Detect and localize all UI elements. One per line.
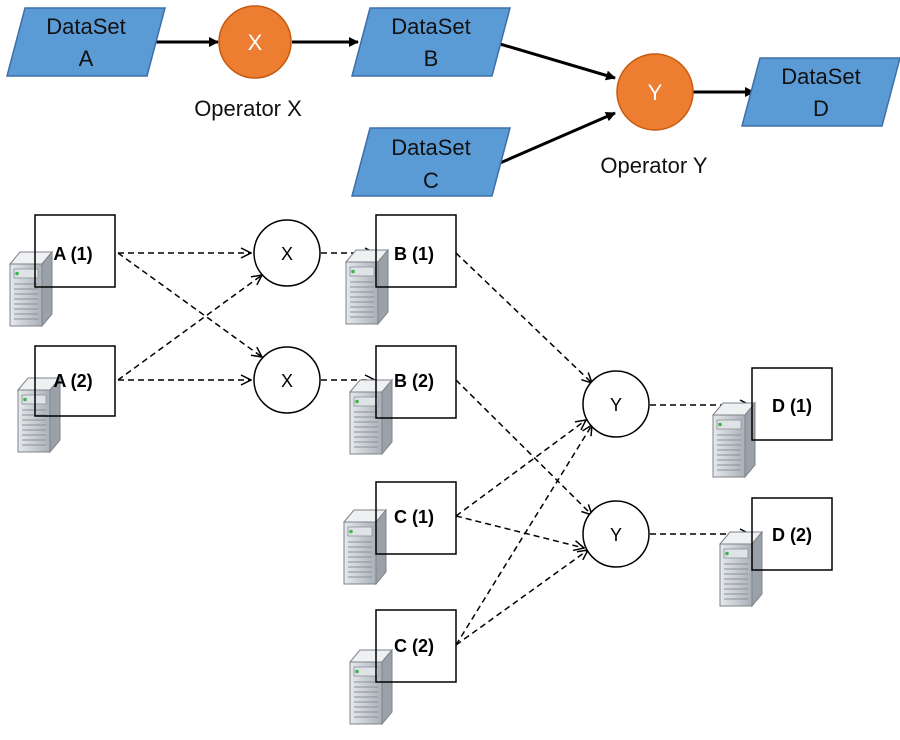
server-tower-icon xyxy=(349,379,393,455)
dataset-d-shape xyxy=(741,57,900,127)
partition-b1: B (1) xyxy=(375,214,457,288)
edge-c1-to-y1 xyxy=(455,420,586,517)
partition-b2-label: B (2) xyxy=(394,371,434,391)
operator-x-letter: X xyxy=(248,30,263,55)
dataset-c-shape xyxy=(351,127,511,197)
operator-instance-x2: X xyxy=(253,346,321,414)
edge-c2-to-y2 xyxy=(455,550,588,646)
partition-c1-label: C (1) xyxy=(394,507,434,527)
edge-a1-to-x2 xyxy=(117,252,262,357)
operator-instance-x2-circle xyxy=(253,346,321,414)
partition-b1-label: B (1) xyxy=(394,244,434,264)
physical-plan: A (1) A (2) B (1) B (2) C (1) C (2) D (1… xyxy=(9,214,833,725)
operator-y: Y Operator Y xyxy=(600,53,708,178)
partition-a2: A (2) xyxy=(34,345,116,417)
operator-instance-y1-circle xyxy=(582,370,650,438)
partition-a2-label: A (2) xyxy=(53,371,92,391)
server-tower-icon xyxy=(712,402,756,478)
operator-x-caption: Operator X xyxy=(194,96,302,121)
server-tower-icon xyxy=(9,251,53,327)
dashed-edges xyxy=(117,252,750,646)
operator-y-circle xyxy=(616,53,694,131)
dataset-d-line2: D xyxy=(813,96,829,121)
partition-c2-box xyxy=(375,609,457,683)
operator-x: X Operator X xyxy=(194,5,302,121)
partition-d2-box xyxy=(751,497,833,571)
operator-instance-y2-label: Y xyxy=(610,525,622,545)
edge-c2-to-y1 xyxy=(455,425,592,646)
partition-d1-box xyxy=(751,367,833,441)
partition-a2-box xyxy=(34,345,116,417)
edge-c-to-y xyxy=(499,111,616,165)
logical-plan: DataSet A X Operator X DataSet B DataSet… xyxy=(6,5,900,197)
partition-d2: D (2) xyxy=(751,497,833,571)
operator-y-letter: Y xyxy=(648,80,663,105)
partition-a1: A (1) xyxy=(34,214,116,288)
partition-a1-box xyxy=(34,214,116,288)
dataset-b-line2: B xyxy=(424,46,439,71)
dataset-a-shape xyxy=(6,7,166,77)
partition-d1-label: D (1) xyxy=(772,396,812,416)
partition-b2-box xyxy=(375,345,457,419)
partition-b1-box xyxy=(375,214,457,288)
partition-c2: C (2) xyxy=(375,609,457,683)
operator-instance-x2-label: X xyxy=(281,371,293,391)
dataset-b-line1: DataSet xyxy=(391,14,471,39)
partition-c1-box xyxy=(375,481,457,555)
partition-c1: C (1) xyxy=(375,481,457,555)
operator-instance-y1-label: Y xyxy=(610,395,622,415)
partition-b2: B (2) xyxy=(375,345,457,419)
dataset-a-line1: DataSet xyxy=(46,14,126,39)
operator-instance-y2-circle xyxy=(582,500,650,568)
operator-y-caption: Operator Y xyxy=(600,153,708,178)
partition-d2-label: D (2) xyxy=(772,525,812,545)
partition-a1-label: A (1) xyxy=(53,244,92,264)
edge-b2-to-y2 xyxy=(455,379,592,515)
dataset-c-line2: C xyxy=(423,168,439,193)
dataset-b-shape xyxy=(351,7,511,77)
server-tower-icon xyxy=(343,509,387,585)
dataset-c: DataSet C xyxy=(351,127,511,197)
dataset-d-line1: DataSet xyxy=(781,64,861,89)
partition-d1: D (1) xyxy=(751,367,833,441)
dataset-d: DataSet D xyxy=(741,57,900,127)
server-tower-icon xyxy=(349,649,393,725)
operator-x-circle xyxy=(218,5,292,79)
dataset-b: DataSet B xyxy=(351,7,511,77)
operator-instance-y1: Y xyxy=(582,370,650,438)
edge-a2-to-x1 xyxy=(117,275,262,381)
operator-instance-x1-label: X xyxy=(281,244,293,264)
operator-instance-x1-circle xyxy=(253,219,321,287)
partition-c2-label: C (2) xyxy=(394,636,434,656)
dataset-a: DataSet A xyxy=(6,7,166,77)
operator-instance-y2: Y xyxy=(582,500,650,568)
edge-b-to-y xyxy=(499,42,616,81)
dataset-a-line2: A xyxy=(79,46,94,71)
dataset-c-line1: DataSet xyxy=(391,135,471,160)
edge-c1-to-y2 xyxy=(455,515,584,548)
operator-instance-x1: X xyxy=(253,219,321,287)
server-tower-icon xyxy=(719,531,763,607)
edge-b1-to-y1 xyxy=(455,252,592,383)
